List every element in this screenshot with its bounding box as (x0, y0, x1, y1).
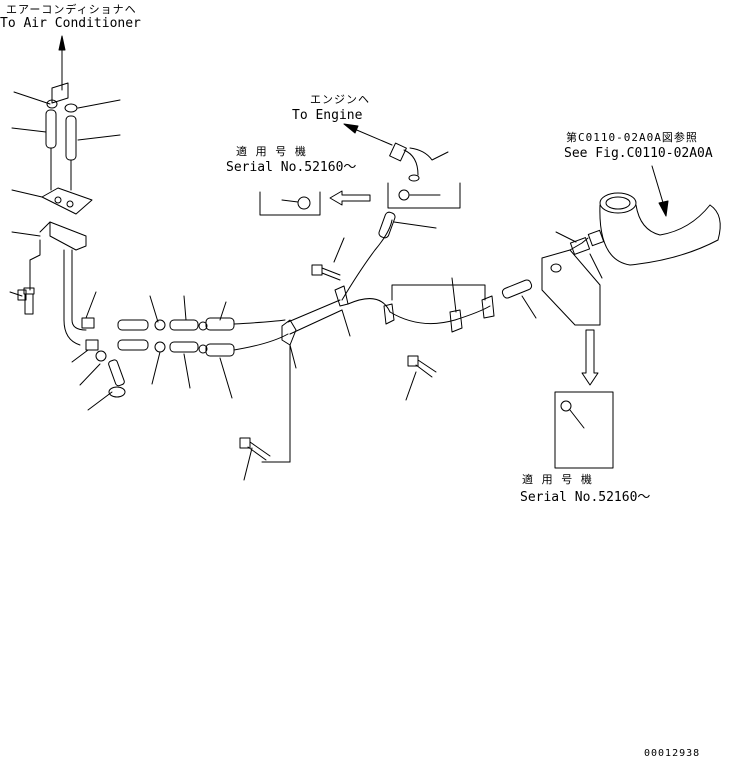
leader-lines (9, 91, 603, 481)
hollow-down-arrow (581, 329, 599, 386)
left-hose-assembly (23, 82, 93, 346)
serial-label-en-2: Serial No.52160～ (520, 490, 651, 505)
engine-label-en: To Engine (292, 108, 363, 123)
elbow-pipe (599, 192, 721, 266)
inset-box-bottom (554, 391, 614, 469)
arrow-to-engine (343, 123, 449, 182)
serial-label-en-1: Serial No.52160～ (226, 160, 357, 175)
clamp-bracket (383, 279, 533, 333)
hose-joint-chain (81, 317, 289, 398)
right-bracket-plate (541, 229, 605, 326)
serial-label-ja-2: 適 用 号 機 (522, 473, 593, 486)
arrow-to-air-conditioner (58, 35, 66, 91)
bolts (17, 264, 437, 461)
air-conditioner-label-ja: エアーコンディショナヘ (6, 3, 137, 16)
air-conditioner-label-en: To Air Conditioner (0, 16, 141, 31)
reference-label-en: See Fig.C0110-02A0A (564, 146, 713, 161)
reference-label-ja: 第C0110-02A0A図参照 (566, 131, 698, 144)
hollow-left-arrow (329, 190, 371, 206)
main-pipe (261, 211, 491, 463)
engine-label-ja: エンジンヘ (310, 93, 370, 106)
reference-arrow (651, 165, 669, 217)
drawing-number: 00012938 (644, 748, 701, 759)
inset-box-top (259, 182, 461, 216)
serial-label-ja-1: 適 用 号 機 (236, 145, 307, 158)
